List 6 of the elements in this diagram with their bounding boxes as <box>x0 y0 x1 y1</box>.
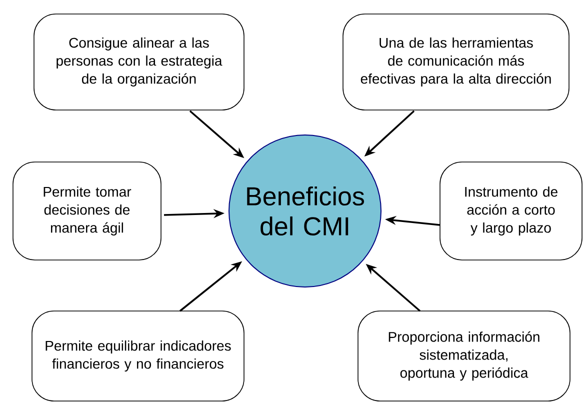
benefit-box: Consigue alinear a las personas con la estrategia de la organización <box>34 14 244 110</box>
benefit-box: Una de las herramientas de comunicación más efectivas para la alta dirección <box>342 14 570 110</box>
benefit-box: Instrumento de acción a corto y largo plazo <box>440 162 582 260</box>
benefit-box: Permite equilibrar indicadores financieros y no financieros <box>32 310 244 402</box>
benefit-box: Permite tomar decisiones de manera ágil <box>12 162 162 260</box>
benefit-box: Proporciona información sistematizada, oportuna y periódica <box>358 310 570 402</box>
